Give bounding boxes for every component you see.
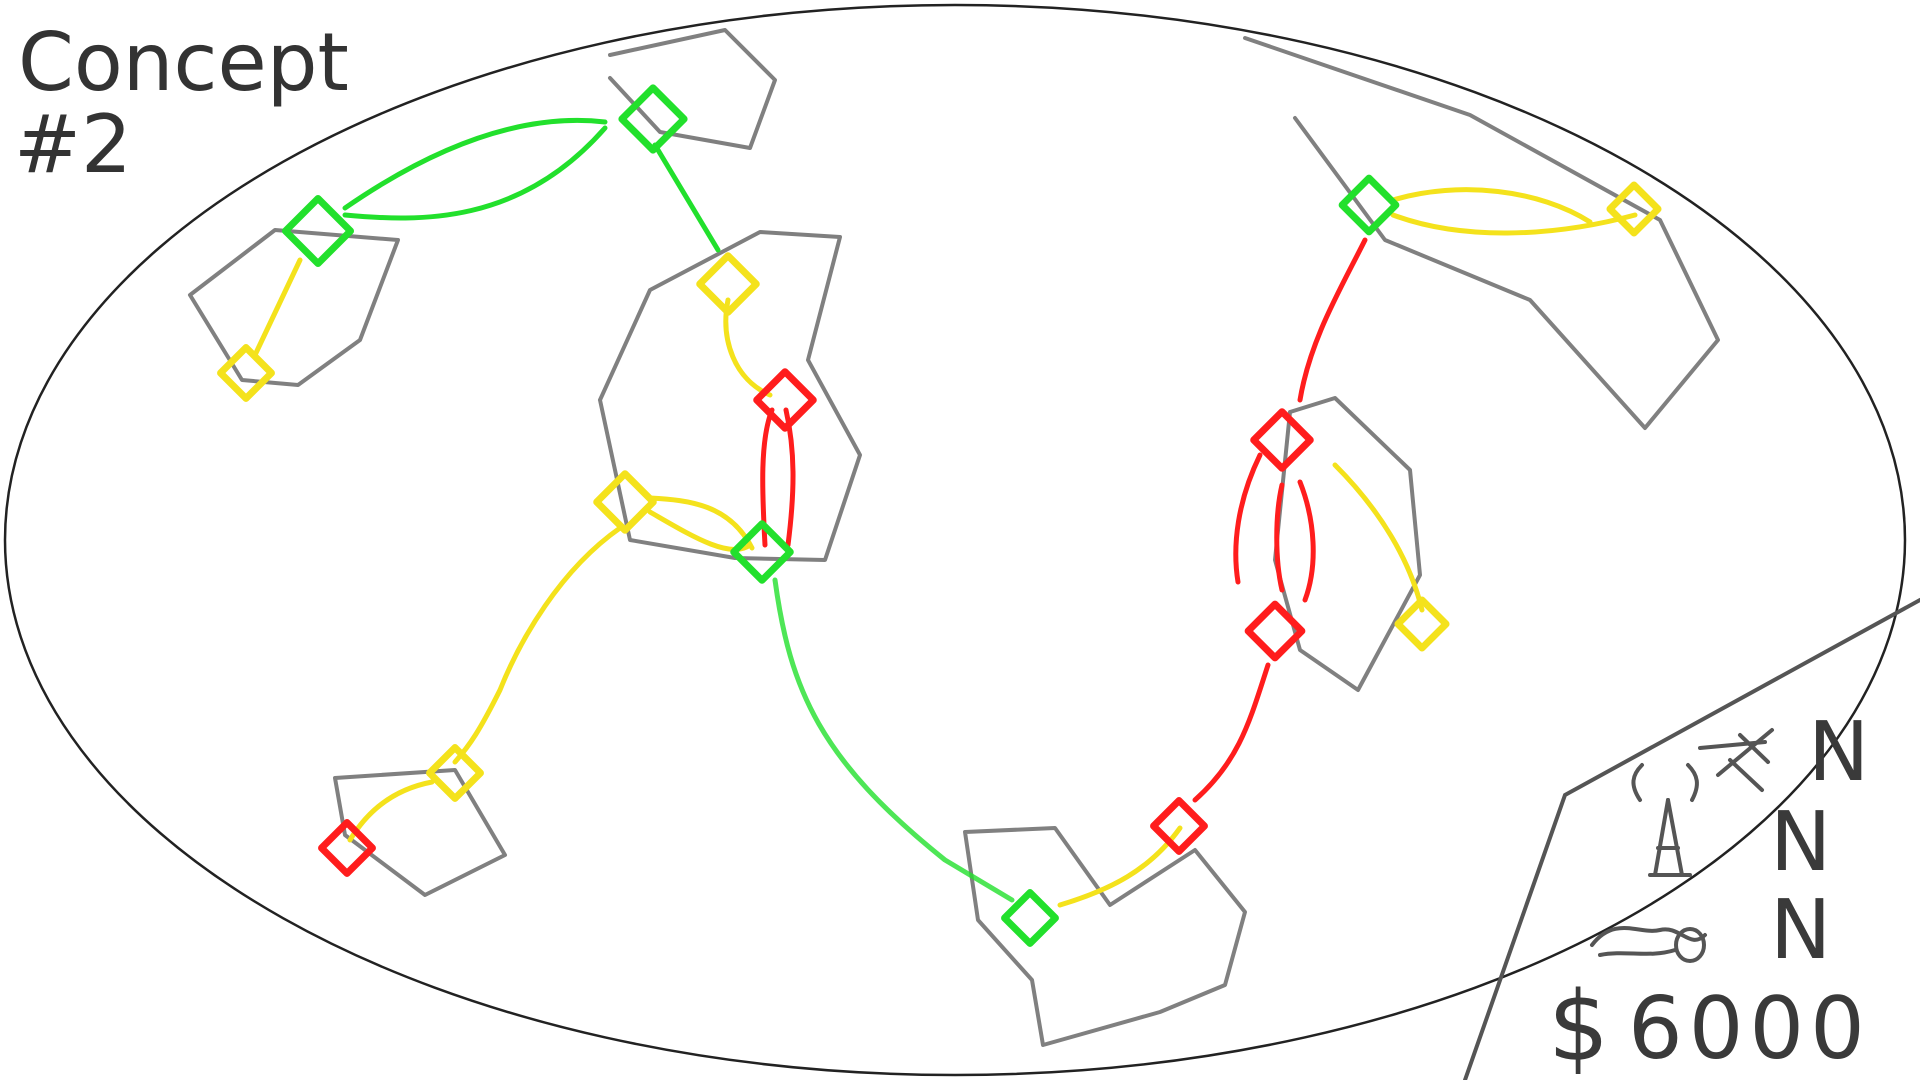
node-red-east-top — [1250, 408, 1314, 472]
title-line1: Concept — [18, 16, 349, 109]
stat-wave-value: N — [1770, 883, 1831, 978]
link-yellow-center-to-sw — [452, 525, 623, 765]
stats-panel-border — [1463, 598, 1920, 1080]
node-yellow-ne — [1606, 181, 1662, 237]
link-yellow-sw — [347, 779, 435, 843]
link-green-nw-top — [342, 118, 608, 211]
link-yellow-center-a — [723, 297, 773, 398]
link-green-nw-bottom — [342, 125, 608, 221]
link-red-east-right — [1297, 479, 1316, 603]
link-red-ne-to-east — [1297, 237, 1368, 403]
link-yellow-ne-bottom — [1390, 212, 1638, 236]
region-south-center — [963, 826, 1247, 1047]
link-green-north-to-center — [652, 142, 721, 253]
region-northeast — [1243, 36, 1720, 430]
link-red-east-mid — [1274, 482, 1285, 593]
region-northwest — [188, 228, 400, 387]
wave-icon — [1590, 926, 1707, 963]
node-yellow-center-top — [696, 252, 760, 316]
link-yellow-nw — [252, 257, 303, 358]
node-red-south — [1150, 797, 1208, 855]
link-yellow-east — [1332, 462, 1425, 613]
node-green-south — [1001, 889, 1059, 947]
region-center — [598, 230, 862, 562]
region-north-center — [608, 28, 777, 150]
node-green-center — [730, 520, 794, 584]
tower-icon — [1631, 763, 1699, 877]
link-red-east-left — [1233, 452, 1263, 585]
world-outline — [3, 3, 1907, 1077]
title-line2: #2 — [14, 98, 132, 191]
money-symbol: $ — [1548, 971, 1609, 1080]
node-green-north — [618, 84, 688, 154]
link-yellow-center-b — [647, 495, 755, 551]
node-yellow-sw — [426, 744, 484, 802]
title: Concept #2 — [14, 16, 349, 191]
stats-panel: N N N $ 6000 — [1463, 598, 1920, 1080]
node-green-nw — [281, 194, 355, 268]
node-yellow-nw — [217, 344, 275, 402]
nodes — [217, 84, 1662, 947]
stat-fist-value: N — [1808, 705, 1869, 800]
money-amount: 6000 — [1628, 979, 1871, 1079]
node-yellow-center-left — [593, 470, 657, 534]
node-green-ne — [1338, 174, 1400, 236]
link-yellow-south — [1057, 825, 1183, 908]
node-red-center — [753, 368, 817, 432]
node-red-east-bottom — [1244, 600, 1306, 662]
region-outlines — [188, 28, 1720, 1047]
link-yellow-ne-top — [1390, 187, 1593, 225]
node-red-sw — [318, 819, 376, 877]
link-red-east-to-south — [1192, 662, 1271, 803]
stat-tower-value: N — [1770, 795, 1831, 890]
link-green-center-to-south — [772, 577, 1015, 903]
fist-icon — [1698, 728, 1774, 792]
node-yellow-east — [1394, 596, 1450, 652]
link-yellow-center-c — [647, 509, 753, 552]
